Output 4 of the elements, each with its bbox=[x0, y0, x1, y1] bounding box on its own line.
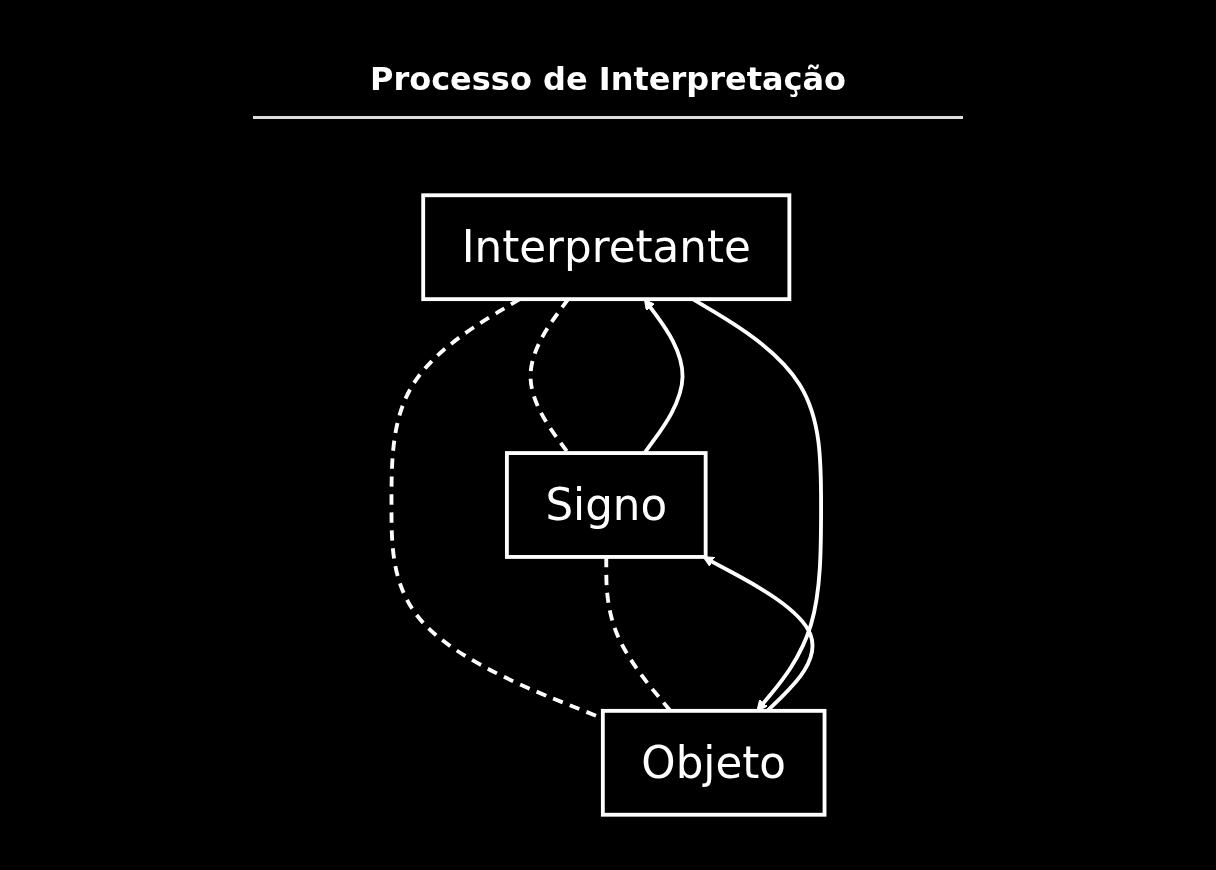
node-box: Interpretante bbox=[421, 192, 792, 301]
title: Processo de Interpretação bbox=[369, 60, 847, 98]
node-box: Objeto bbox=[600, 708, 827, 817]
node-box: Signo bbox=[504, 450, 708, 559]
